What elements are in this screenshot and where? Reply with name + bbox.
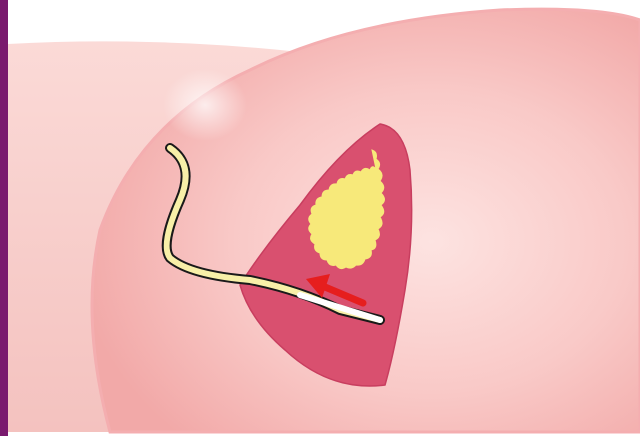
frame-left (0, 0, 8, 436)
organ-highlight (163, 69, 247, 141)
